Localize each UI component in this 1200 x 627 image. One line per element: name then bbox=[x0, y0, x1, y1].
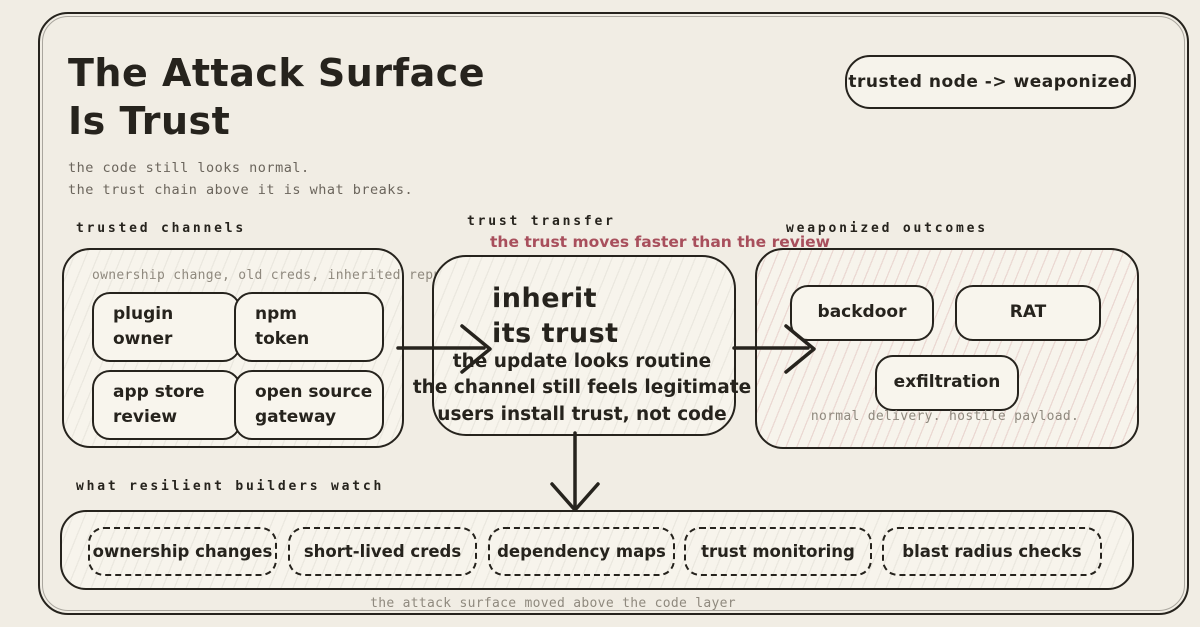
watch-item-label: trust monitoring bbox=[701, 542, 855, 561]
weaponized-outcomes-caption: normal delivery. hostile payload. bbox=[810, 409, 1080, 424]
watch-item-label: dependency maps bbox=[497, 542, 666, 561]
node-label: exfiltration bbox=[893, 372, 1001, 393]
node-npm-token: npm token bbox=[234, 292, 384, 362]
builders-watch-box bbox=[60, 510, 1134, 590]
node-label: plugin owner bbox=[113, 303, 174, 350]
node-open-source-gateway: open source gateway bbox=[234, 370, 384, 440]
node-label: RAT bbox=[1009, 302, 1047, 323]
watch-item-blast-radius-checks: blast radius checks bbox=[882, 527, 1102, 576]
trusted-channels-caption: ownership change, old creds, inherited r… bbox=[92, 268, 450, 283]
watch-item-dependency-maps: dependency maps bbox=[488, 527, 675, 576]
body-line-2: the channel still feels legitimate bbox=[412, 377, 752, 399]
badge-label: trusted node -> weaponized bbox=[848, 72, 1133, 92]
node-plugin-owner: plugin owner bbox=[92, 292, 241, 362]
node-rat: RAT bbox=[955, 285, 1101, 341]
section-label-trust-transfer: trust transfer bbox=[467, 214, 616, 229]
watch-item-short-lived-creds: short-lived creds bbox=[288, 527, 477, 576]
section-label-weaponized-outcomes: weaponized outcomes bbox=[786, 221, 988, 236]
inherit-its-trust-heading: inherit its trust bbox=[492, 283, 619, 350]
subtitle-line-2: the trust chain above it is what breaks. bbox=[68, 182, 414, 198]
trust-transfer-body: the update looks routine the channel sti… bbox=[413, 349, 751, 428]
watch-item-trust-monitoring: trust monitoring bbox=[684, 527, 872, 576]
weaponized-outcomes-box bbox=[755, 248, 1139, 449]
body-line-1: the update looks routine bbox=[452, 351, 712, 372]
node-label: backdoor bbox=[817, 302, 907, 323]
section-label-trusted-channels: trusted channels bbox=[76, 221, 247, 236]
section-label-builders-watch: what resilient builders watch bbox=[76, 479, 385, 494]
footer-caption: the attack surface moved above the code … bbox=[370, 596, 736, 611]
body-line-3: users install trust, not code bbox=[437, 403, 727, 425]
node-label: app store review bbox=[113, 381, 205, 428]
arrow-transfer-to-watch-icon bbox=[550, 431, 600, 512]
trust-transfer-box bbox=[432, 255, 736, 436]
node-exfiltration: exfiltration bbox=[875, 355, 1019, 411]
trusted-node-weaponized-badge: trusted node -> weaponized bbox=[845, 55, 1136, 109]
watch-item-label: blast radius checks bbox=[902, 542, 1082, 561]
subtitle-line-1: the code still looks normal. bbox=[68, 160, 310, 176]
page-title: The Attack Surface Is Trust bbox=[68, 51, 486, 143]
watch-item-label: ownership changes bbox=[92, 542, 273, 561]
node-backdoor: backdoor bbox=[790, 285, 934, 341]
watch-item-ownership-changes: ownership changes bbox=[88, 527, 277, 576]
watch-item-label: short-lived creds bbox=[303, 542, 462, 561]
node-label: npm token bbox=[255, 303, 310, 350]
trust-transfer-annotation: the trust moves faster than the review bbox=[490, 233, 830, 251]
node-app-store-review: app store review bbox=[92, 370, 241, 440]
node-label: open source gateway bbox=[255, 381, 373, 428]
